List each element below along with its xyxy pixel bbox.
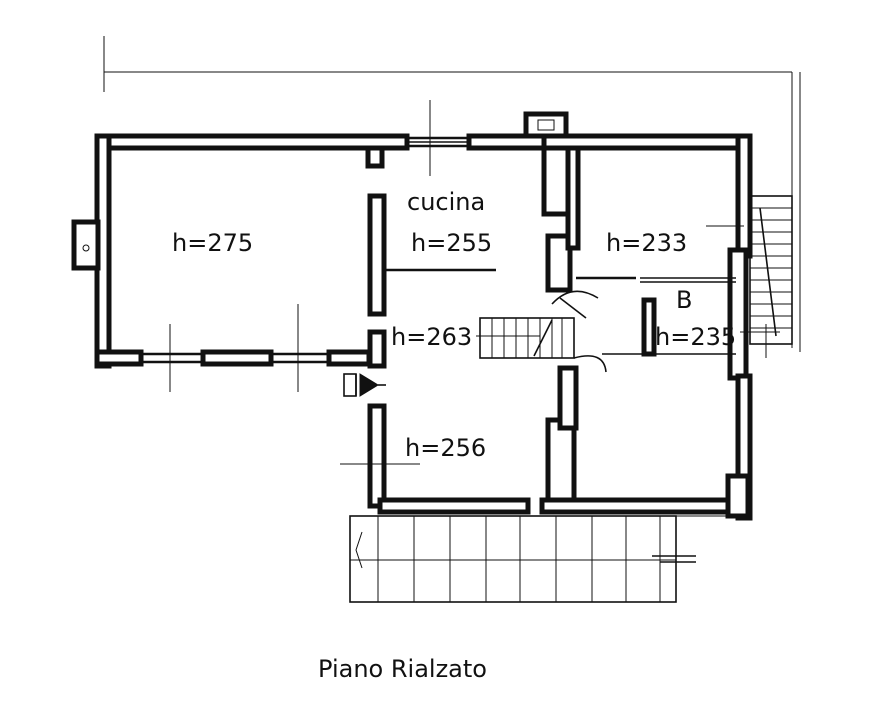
kitchen-height: h=255	[411, 229, 492, 257]
kitchen-name: cucina	[407, 188, 485, 216]
interior-walls	[365, 145, 751, 519]
bath-name: B	[676, 286, 692, 314]
bath-height: h=235	[655, 323, 736, 351]
exterior-stairs	[749, 195, 793, 345]
entrance-marker	[343, 373, 386, 397]
section-marks	[169, 100, 780, 465]
interior-stairs	[479, 290, 607, 373]
hall-height: h=263	[391, 323, 472, 351]
exterior-walls	[71, 111, 753, 521]
terrace-paving	[349, 515, 742, 603]
bedroom-height: h=233	[606, 229, 687, 257]
living-room-height: h=275	[172, 229, 253, 257]
plan-title: Piano Rialzato	[318, 655, 487, 683]
lower-room-height: h=256	[405, 434, 486, 462]
